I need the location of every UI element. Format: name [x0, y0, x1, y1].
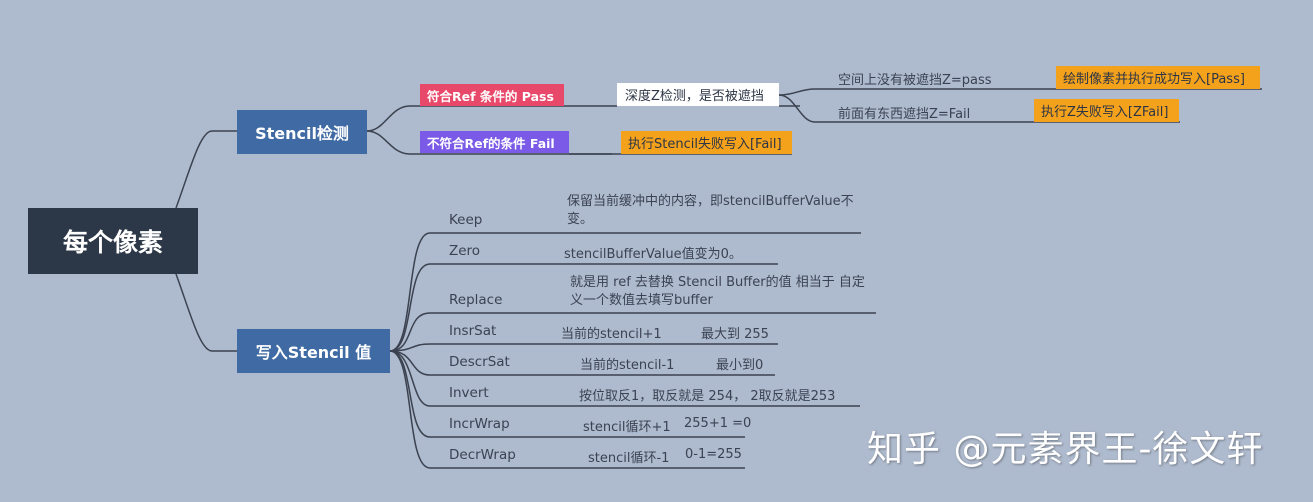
- z-fail-label[interactable]: 前面有东西遮挡Z=Fail: [838, 107, 971, 122]
- op-replace-desc: 就是用 ref 去替换 Stencil Buffer的值 相当于 自定义一个数值…: [570, 275, 865, 308]
- op-keep[interactable]: Keep: [449, 212, 483, 228]
- op-invert[interactable]: Invert: [449, 385, 489, 401]
- op-incrwrap-desc: stencil循环+1: [583, 420, 671, 435]
- op-incrsat-desc: 当前的stencil+1: [561, 327, 662, 342]
- op-decrsat[interactable]: DescrSat: [449, 354, 510, 370]
- op-zero[interactable]: Zero: [449, 243, 481, 259]
- ref-pass-tag[interactable]: 符合Ref 条件的 Pass: [420, 84, 564, 106]
- op-decrwrap[interactable]: DecrWrap: [449, 447, 516, 463]
- watermark: 知乎 @元素界王-徐文轩: [867, 429, 1264, 470]
- stencil-test-node[interactable]: Stencil检测: [237, 110, 367, 154]
- depth-test-node[interactable]: 深度Z检测，是否被遮挡: [617, 83, 779, 106]
- op-decrwrap-note: 0-1=255: [685, 447, 742, 462]
- op-zero-desc: stencilBufferValue值变为0。: [564, 247, 742, 262]
- zfail-action-node[interactable]: 执行Z失败写入[ZFail]: [1034, 99, 1179, 122]
- op-decrwrap-desc: stencil循环-1: [588, 451, 670, 466]
- root-node[interactable]: 每个像素: [28, 208, 198, 274]
- op-incrsat-note: 最大到 255: [701, 327, 769, 342]
- ref-fail-tag[interactable]: 不符合Ref的条件 Fail: [420, 131, 569, 153]
- op-invert-desc: 按位取反1，取反就是 254， 2取反就是253: [579, 389, 836, 404]
- op-replace[interactable]: Replace: [449, 292, 503, 308]
- op-incrsat[interactable]: InsrSat: [449, 323, 497, 339]
- stencil-fail-action-node[interactable]: 执行Stencil失败写入[Fail]: [621, 131, 792, 154]
- op-decrsat-note: 最小到0: [716, 358, 764, 373]
- pass-action-node[interactable]: 绘制像素并执行成功写入[Pass]: [1056, 66, 1260, 89]
- op-decrsat-desc: 当前的stencil-1: [580, 358, 675, 373]
- z-pass-label[interactable]: 空间上没有被遮挡Z=pass: [838, 73, 992, 88]
- op-incrwrap-note: 255+1 =0: [684, 416, 752, 431]
- op-keep-desc: 保留当前缓冲中的内容，即stencilBufferValue不变。: [567, 194, 854, 227]
- op-incrwrap[interactable]: IncrWrap: [449, 416, 510, 432]
- write-stencil-node[interactable]: 写入Stencil 值: [237, 329, 390, 373]
